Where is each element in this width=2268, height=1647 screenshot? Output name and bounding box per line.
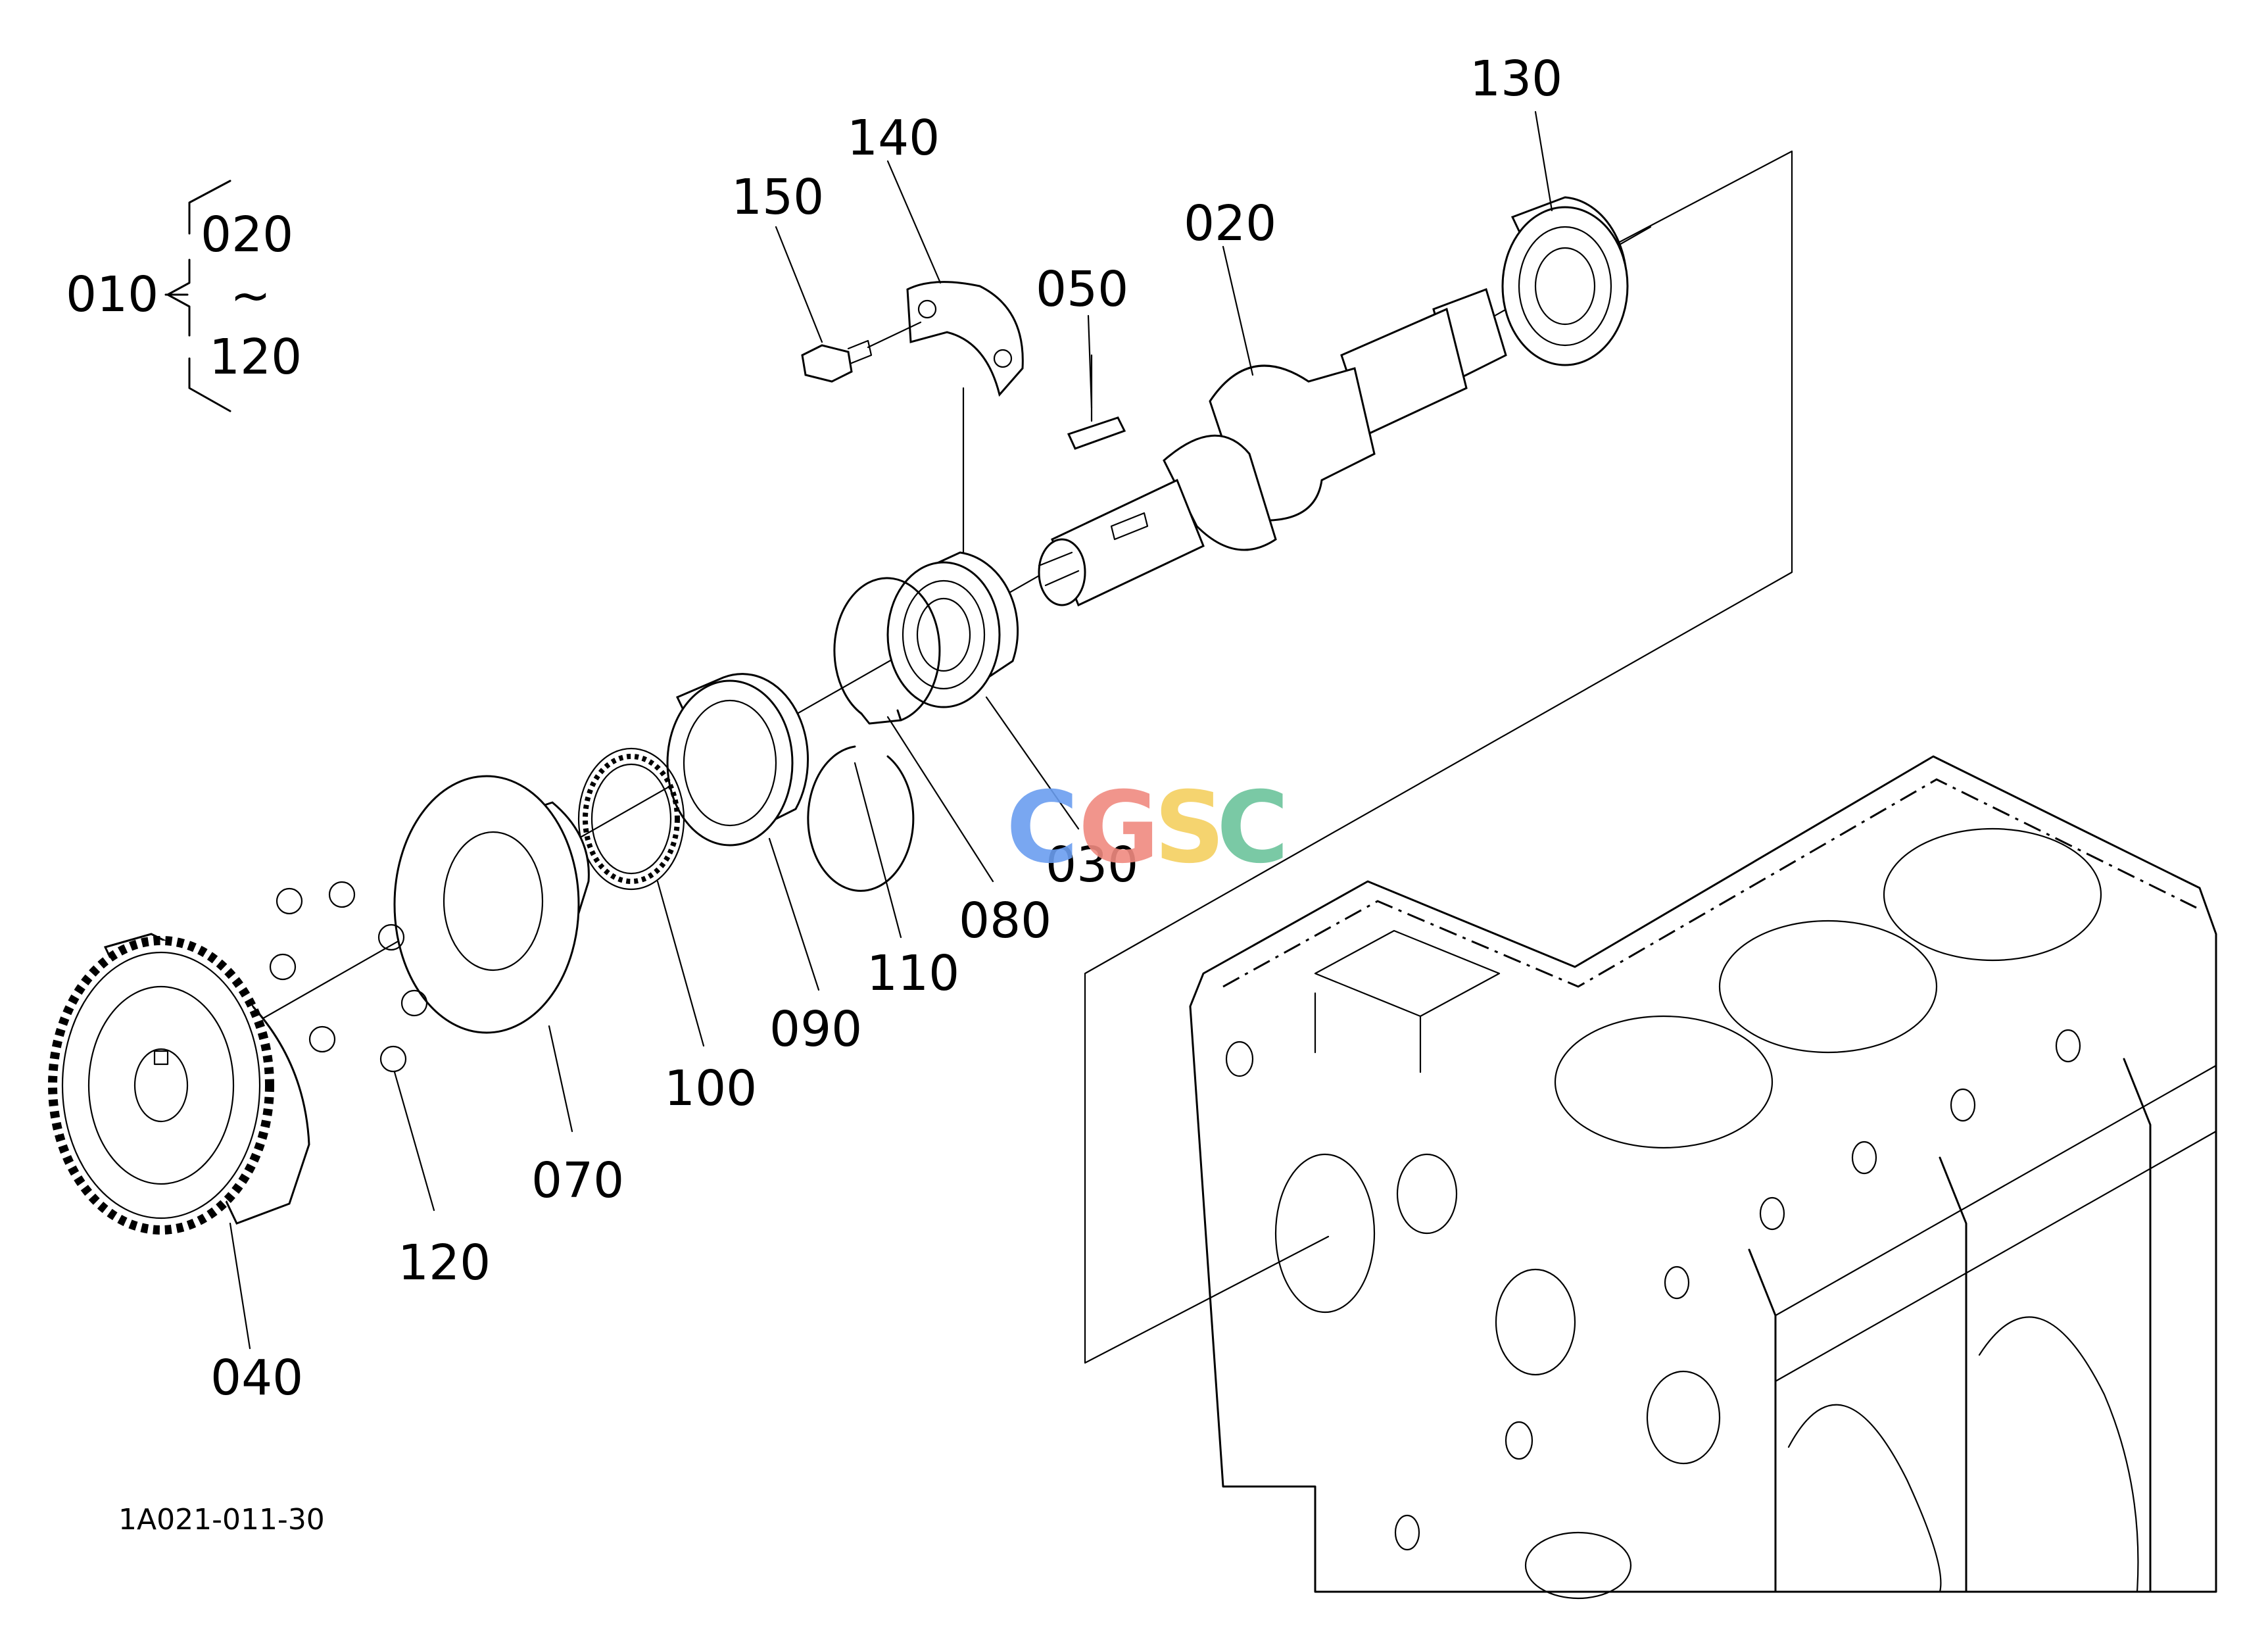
reference-frame: [1084, 150, 1793, 1364]
diagram-code: 1A021-011-30: [118, 1503, 325, 1536]
callout-120: 120: [398, 1235, 491, 1291]
engine-block: [1189, 755, 2217, 1600]
thrust-plate-140: [906, 281, 1024, 554]
callout-110: 110: [867, 945, 959, 1002]
assembly-main-label: 010: [66, 266, 158, 323]
assembly-range-tilde: ~: [230, 268, 271, 324]
watermark-logo: C G S C: [1006, 771, 1289, 885]
callout-150: 150: [731, 169, 824, 226]
steel-balls-120: [269, 881, 428, 1073]
callout-140: 140: [847, 110, 940, 166]
bearing-030: [886, 551, 1019, 708]
bearing-race-090: [666, 673, 809, 847]
callout-080: 080: [959, 893, 1051, 949]
watermark-letter-c2: C: [1217, 771, 1289, 885]
assembly-range-start-label: 020: [201, 207, 293, 263]
key-050: [1067, 354, 1126, 450]
snap-ring-110: [807, 745, 915, 892]
cam-gear-040: [48, 933, 310, 1235]
callout-040: 040: [210, 1350, 303, 1406]
callout-050: 050: [1036, 261, 1128, 318]
assembly-bracket: [164, 180, 231, 412]
assembly-range-end-label: 120: [209, 329, 302, 385]
leader-lines: [229, 111, 1553, 1350]
callout-100: 100: [664, 1060, 757, 1117]
snap-ring-080: [833, 577, 941, 725]
watermark-letter-c1: C: [1006, 771, 1078, 885]
watermark-letter-g: G: [1078, 771, 1159, 885]
bearing-130: [1501, 196, 1629, 366]
bolt-150: [801, 321, 922, 383]
callout-020: 020: [1184, 195, 1276, 252]
callout-090: 090: [769, 1001, 862, 1058]
callout-130: 130: [1470, 51, 1562, 107]
camshaft-020: [1038, 288, 1507, 607]
callout-030: 030: [1046, 837, 1138, 893]
callout-070: 070: [531, 1152, 624, 1209]
gear-collar-070: [393, 775, 590, 1034]
watermark-letter-s: S: [1154, 771, 1225, 885]
ball-retainer-100: [577, 747, 685, 891]
